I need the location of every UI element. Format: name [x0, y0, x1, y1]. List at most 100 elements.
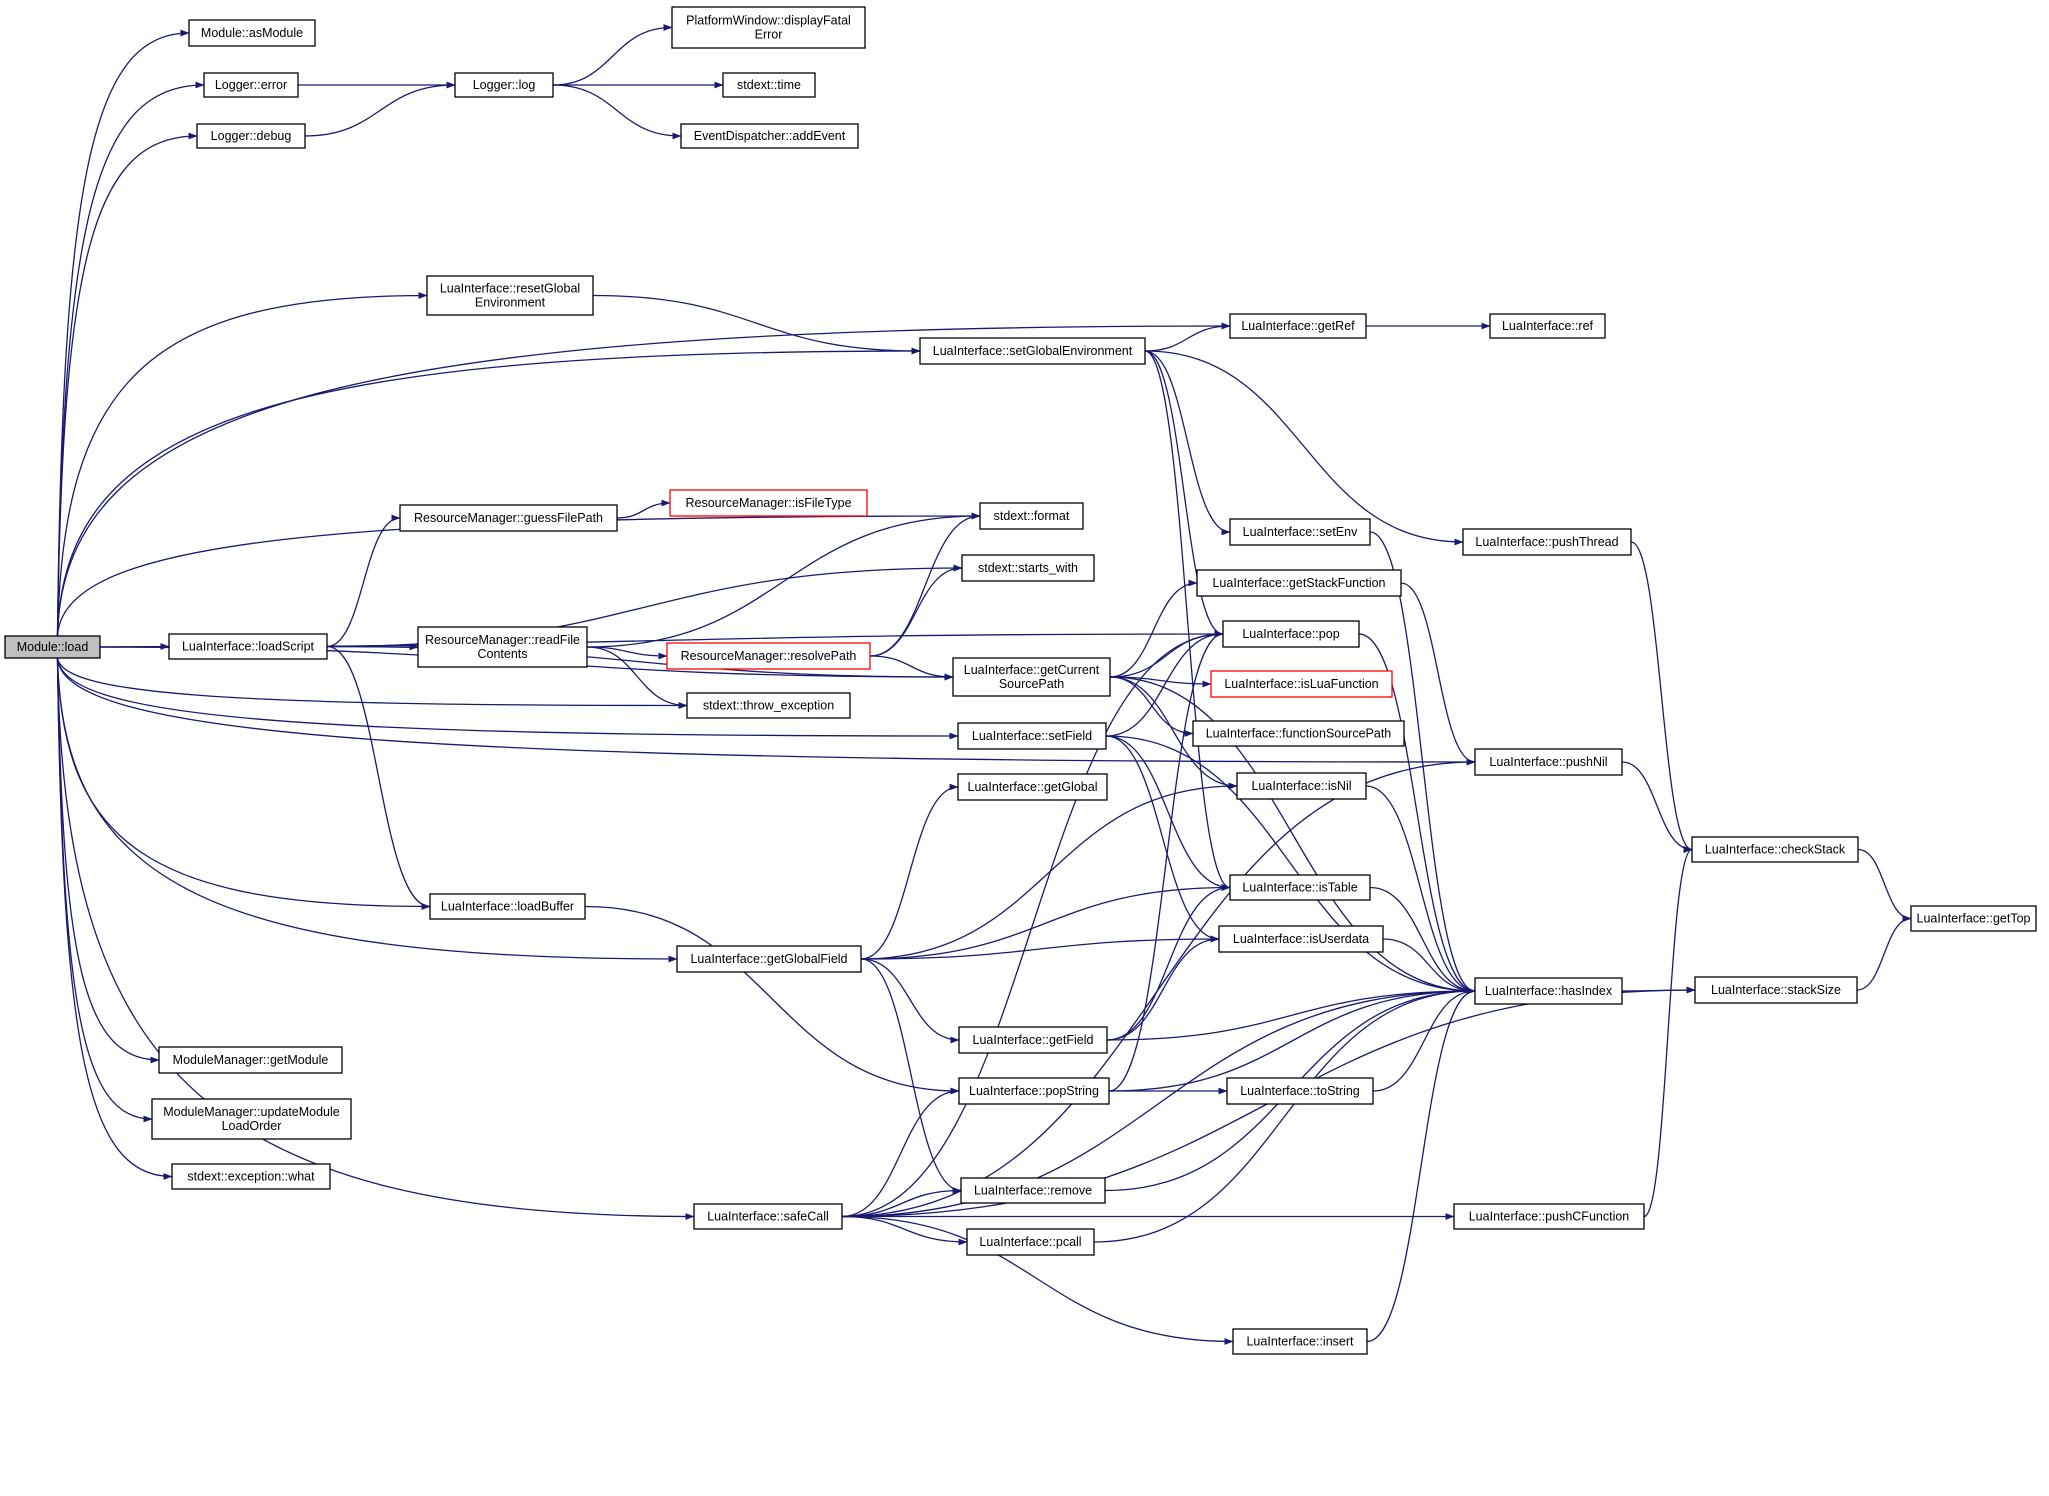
node-box-logger_debug[interactable] — [196, 123, 306, 149]
node-box-lua_pushCFunction[interactable] — [1453, 1203, 1645, 1230]
node-box-stdext_starts_with[interactable] — [961, 554, 1095, 582]
node-box-lua_setGlobalEnvironment[interactable] — [919, 337, 1146, 365]
node-box-lua_safeCall[interactable] — [693, 1203, 843, 1230]
node-lua_getRef[interactable]: LuaInterface::getRef — [1229, 313, 1367, 339]
node-box-lua_functionSourcePath[interactable] — [1192, 720, 1405, 747]
node-lua_setEnv[interactable]: LuaInterface::setEnv — [1229, 518, 1371, 546]
node-box-stdext_time[interactable] — [722, 72, 816, 98]
node-lua_insert[interactable]: LuaInterface::insert — [1232, 1328, 1368, 1355]
node-box-lua_pushThread[interactable] — [1462, 528, 1632, 556]
node-box-lua_stackSize[interactable] — [1694, 976, 1858, 1004]
node-box-lua_getStackFunction[interactable] — [1196, 569, 1402, 597]
node-stdext_exception_what[interactable]: stdext::exception::what — [171, 1163, 331, 1190]
node-rm_resolvePath[interactable]: ResourceManager::resolvePath — [666, 642, 871, 670]
node-box-lua_toString[interactable] — [1226, 1077, 1374, 1105]
node-box-lua_isNil[interactable] — [1236, 772, 1367, 800]
node-box-lua_pop[interactable] — [1222, 620, 1360, 648]
node-mm_getModule[interactable]: ModuleManager::getModule — [158, 1046, 343, 1074]
node-rm_guessFilePath[interactable]: ResourceManager::guessFilePath — [399, 504, 618, 532]
node-rm_isFileType[interactable]: ResourceManager::isFileType — [669, 489, 868, 517]
node-lua_ref[interactable]: LuaInterface::ref — [1489, 313, 1606, 339]
node-box-logger_log[interactable] — [454, 72, 554, 98]
node-lua_hasIndex[interactable]: LuaInterface::hasIndex — [1474, 977, 1623, 1005]
node-box-lua_loadBuffer[interactable] — [429, 893, 586, 920]
node-lua_remove[interactable]: LuaInterface::remove — [960, 1177, 1106, 1204]
node-box-lua_resetGlobalEnvironment[interactable] — [426, 275, 594, 316]
node-box-module_load[interactable] — [4, 635, 101, 659]
node-box-lua_insert[interactable] — [1232, 1328, 1368, 1355]
node-box-mm_updateModuleLoadOrder[interactable] — [151, 1098, 352, 1140]
node-box-lua_remove[interactable] — [960, 1177, 1106, 1204]
node-box-lua_isLuaFunction[interactable] — [1210, 670, 1393, 698]
node-lua_getField[interactable]: LuaInterface::getField — [958, 1026, 1108, 1054]
node-box-stdext_format[interactable] — [979, 502, 1084, 530]
node-box-lua_isTable[interactable] — [1229, 874, 1371, 901]
node-box-rm_isFileType[interactable] — [669, 489, 868, 517]
node-box-lua_setField[interactable] — [957, 722, 1107, 750]
node-box-rm_readFileContents[interactable] — [417, 626, 588, 668]
node-lua_getGlobalField[interactable]: LuaInterface::getGlobalField — [676, 945, 862, 973]
node-lua_pop[interactable]: LuaInterface::pop — [1222, 620, 1360, 648]
node-box-lua_popString[interactable] — [958, 1077, 1110, 1105]
node-box-lua_getGlobalField[interactable] — [676, 945, 862, 973]
node-stdext_starts_with[interactable]: stdext::starts_with — [961, 554, 1095, 582]
node-lua_setField[interactable]: LuaInterface::setField — [957, 722, 1107, 750]
node-box-lua_loadScript[interactable] — [168, 633, 328, 660]
node-box-lua_isUserdata[interactable] — [1218, 925, 1384, 953]
node-box-stdext_throw_exception[interactable] — [686, 692, 851, 719]
node-lua_functionSourcePath[interactable]: LuaInterface::functionSourcePath — [1192, 720, 1405, 747]
node-stdext_throw_exception[interactable]: stdext::throw_exception — [686, 692, 851, 719]
node-box-mm_getModule[interactable] — [158, 1046, 343, 1074]
node-logger_debug[interactable]: Logger::debug — [196, 123, 306, 149]
node-lua_pushNil[interactable]: LuaInterface::pushNil — [1474, 748, 1623, 776]
node-box-lua_ref[interactable] — [1489, 313, 1606, 339]
node-box-lua_hasIndex[interactable] — [1474, 977, 1623, 1005]
node-logger_error[interactable]: Logger::error — [203, 72, 299, 98]
node-lua_checkStack[interactable]: LuaInterface::checkStack — [1691, 836, 1859, 863]
node-lua_isUserdata[interactable]: LuaInterface::isUserdata — [1218, 925, 1384, 953]
node-lua_isLuaFunction[interactable]: LuaInterface::isLuaFunction — [1210, 670, 1393, 698]
node-lua_getStackFunction[interactable]: LuaInterface::getStackFunction — [1196, 569, 1402, 597]
node-lua_popString[interactable]: LuaInterface::popString — [958, 1077, 1110, 1105]
node-box-stdext_exception_what[interactable] — [171, 1163, 331, 1190]
node-box-lua_pcall[interactable] — [966, 1228, 1095, 1256]
node-box-lua_checkStack[interactable] — [1691, 836, 1859, 863]
node-box-logger_error[interactable] — [203, 72, 299, 98]
node-lua_toString[interactable]: LuaInterface::toString — [1226, 1077, 1374, 1105]
node-lua_pushThread[interactable]: LuaInterface::pushThread — [1462, 528, 1632, 556]
node-lua_loadScript[interactable]: LuaInterface::loadScript — [168, 633, 328, 660]
node-module_load[interactable]: Module::load — [4, 635, 101, 659]
node-lua_stackSize[interactable]: LuaInterface::stackSize — [1694, 976, 1858, 1004]
node-lua_isNil[interactable]: LuaInterface::isNil — [1236, 772, 1367, 800]
node-lua_setGlobalEnvironment[interactable]: LuaInterface::setGlobalEnvironment — [919, 337, 1146, 365]
node-box-rm_guessFilePath[interactable] — [399, 504, 618, 532]
node-box-lua_getTop[interactable] — [1910, 905, 2037, 932]
node-box-lua_setEnv[interactable] — [1229, 518, 1371, 546]
node-box-lua_getRef[interactable] — [1229, 313, 1367, 339]
node-lua_isTable[interactable]: LuaInterface::isTable — [1229, 874, 1371, 901]
node-box-module_asModule[interactable] — [188, 19, 316, 47]
node-lua_getGlobal[interactable]: LuaInterface::getGlobal — [957, 773, 1108, 801]
node-box-lua_getGlobal[interactable] — [957, 773, 1108, 801]
node-box-lua_pushNil[interactable] — [1474, 748, 1623, 776]
node-stdext_time[interactable]: stdext::time — [722, 72, 816, 98]
node-module_asModule[interactable]: Module::asModule — [188, 19, 316, 47]
node-box-lua_getCurrentSourcePath[interactable] — [952, 657, 1111, 697]
node-box-platform_displayFatalError[interactable] — [671, 6, 866, 49]
node-lua_pcall[interactable]: LuaInterface::pcall — [966, 1228, 1095, 1256]
node-lua_getTop[interactable]: LuaInterface::getTop — [1910, 905, 2037, 932]
node-lua_pushCFunction[interactable]: LuaInterface::pushCFunction — [1453, 1203, 1645, 1230]
node-lua_loadBuffer[interactable]: LuaInterface::loadBuffer — [429, 893, 586, 920]
node-box-lua_getField[interactable] — [958, 1026, 1108, 1054]
node-box-rm_resolvePath[interactable] — [666, 642, 871, 670]
node-eventdispatcher_addEvent[interactable]: EventDispatcher::addEvent — [680, 123, 859, 149]
node-lua_safeCall[interactable]: LuaInterface::safeCall — [693, 1203, 843, 1230]
node-stdext_format[interactable]: stdext::format — [979, 502, 1084, 530]
node-logger_log[interactable]: Logger::log — [454, 72, 554, 98]
node-box-eventdispatcher_addEvent[interactable] — [680, 123, 859, 149]
